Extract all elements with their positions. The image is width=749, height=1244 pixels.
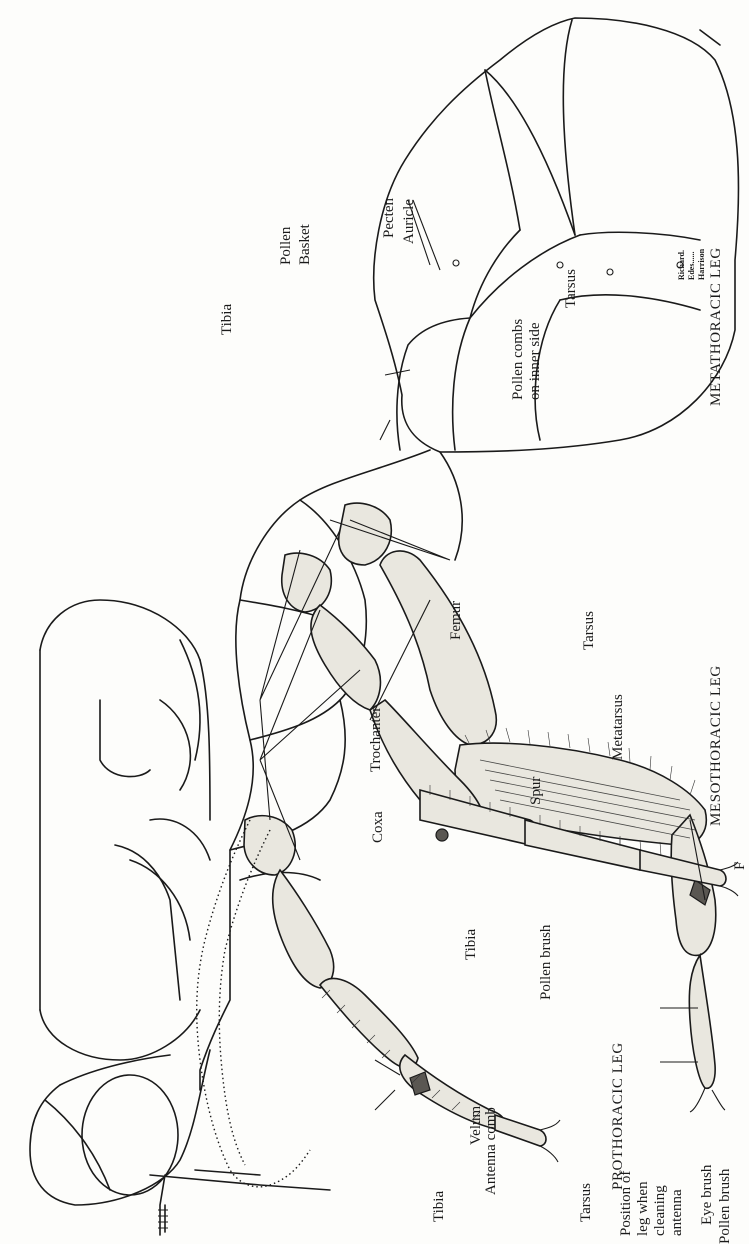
label-eye-brush: Eye brush <box>699 1164 715 1225</box>
label-auricle: Auricle <box>401 199 417 244</box>
artist-signature-3: Harrison <box>697 248 706 280</box>
caption-fragment: F <box>732 862 748 870</box>
label-pollen-brush-pro: Pollen brush <box>717 1168 733 1244</box>
label-tarsus-meso: Tarsus <box>581 611 597 650</box>
artist-signature-1: Richard. <box>677 250 686 280</box>
label-cleaning: cleaning <box>652 1185 668 1236</box>
abdomen <box>374 18 739 452</box>
label-pollen-combs: Pollen combs <box>510 319 526 400</box>
label-antenna-comb: Antenna comb <box>483 1107 499 1195</box>
label-basket: Basket <box>297 223 313 265</box>
title-metathoracic-leg: METATHORACIC LEG <box>708 247 724 406</box>
label-tibia-meso: Tibia <box>463 929 479 960</box>
label-velum: Velum <box>468 1106 484 1145</box>
label-trochanter: Trochanter <box>368 707 384 772</box>
label-antenna: antenna <box>669 1189 685 1236</box>
label-tibia-pro: Tibia <box>431 1191 447 1222</box>
label-leg-when: leg when <box>635 1181 651 1236</box>
label-spur: Spur <box>528 777 544 805</box>
label-femur: Femur <box>448 601 464 640</box>
prothoracic-leg <box>197 816 560 1187</box>
label-pollen: Pollen <box>278 226 294 265</box>
label-pollen-brush-meso: Pollen brush <box>538 924 554 1000</box>
metathoracic-leg <box>339 503 725 1112</box>
label-tarsus-meta: Tarsus <box>563 269 579 308</box>
label-metatarsus: Metatarsus <box>610 694 626 760</box>
head <box>30 1050 330 1235</box>
label-tibia-meta: Tibia <box>219 304 235 335</box>
label-on-inner-side: on inner side <box>527 322 543 400</box>
label-pecten: Pecten <box>381 198 397 238</box>
title-mesothoracic-leg: MESOTHORACIC LEG <box>708 665 724 826</box>
label-coxa: Coxa <box>370 811 386 843</box>
title-prothoracic-leg: PROTHORACIC LEG <box>610 1042 626 1190</box>
artist-signature-2: Edes...... <box>687 252 696 280</box>
label-tarsus-pro: Tarsus <box>578 1183 594 1222</box>
